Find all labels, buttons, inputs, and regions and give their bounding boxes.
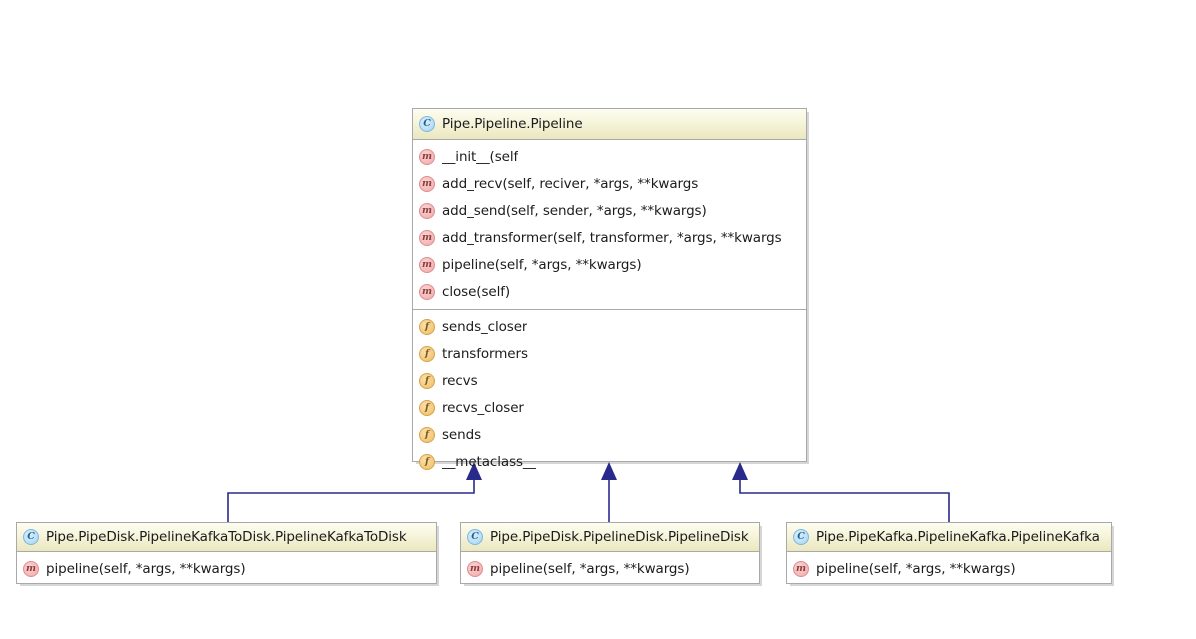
method-icon: m <box>793 560 809 577</box>
field-row[interactable]: f recvs_closer <box>413 394 806 421</box>
class-title: Pipe.PipeKafka.PipelineKafka.PipelineKaf… <box>816 529 1100 545</box>
method-row[interactable]: m pipeline(self, *args, **kwargs) <box>17 555 436 582</box>
field-label: __metaclass__ <box>442 453 537 470</box>
class-icon: C <box>419 116 435 132</box>
class-icon: C <box>793 529 809 545</box>
method-row[interactable]: m pipeline(self, *args, **kwargs) <box>461 555 759 582</box>
method-row[interactable]: m add_send(self, sender, *args, **kwargs) <box>413 197 806 224</box>
method-list: m pipeline(self, *args, **kwargs) <box>461 552 759 586</box>
method-icon: m <box>419 202 435 219</box>
field-row[interactable]: f transformers <box>413 340 806 367</box>
class-box-pipeline-kafka-to-disk[interactable]: C Pipe.PipeDisk.PipelineKafkaToDisk.Pipe… <box>16 522 437 584</box>
method-label: close(self) <box>442 283 511 300</box>
method-label: add_send(self, sender, *args, **kwargs) <box>442 202 707 219</box>
class-title: Pipe.PipeDisk.PipelineDisk.PipelineDisk <box>490 529 749 545</box>
method-label: add_transformer(self, transformer, *args… <box>442 229 782 246</box>
field-icon: f <box>419 426 435 443</box>
method-row[interactable]: m close(self) <box>413 278 806 305</box>
field-icon: f <box>419 453 435 470</box>
field-row[interactable]: f __metaclass__ <box>413 448 806 475</box>
method-icon: m <box>419 283 435 300</box>
method-row[interactable]: m pipeline(self, *args, **kwargs) <box>413 251 806 278</box>
method-icon: m <box>419 256 435 273</box>
method-icon: m <box>467 560 483 577</box>
method-label: pipeline(self, *args, **kwargs) <box>46 560 246 577</box>
method-label: add_recv(self, reciver, *args, **kwargs <box>442 175 699 192</box>
class-title: Pipe.Pipeline.Pipeline <box>442 116 583 132</box>
field-label: sends <box>442 426 481 443</box>
method-row[interactable]: m add_transformer(self, transformer, *arg… <box>413 224 806 251</box>
method-label: __init__(self <box>442 148 519 165</box>
method-list: m pipeline(self, *args, **kwargs) <box>17 552 436 586</box>
method-icon: m <box>419 229 435 246</box>
class-header-pipeline: C Pipe.Pipeline.Pipeline <box>413 109 806 140</box>
method-row[interactable]: m pipeline(self, *args, **kwargs) <box>787 555 1111 582</box>
method-row[interactable]: m add_recv(self, reciver, *args, **kwargs <box>413 170 806 197</box>
field-icon: f <box>419 345 435 362</box>
field-label: transformers <box>442 345 528 362</box>
field-label: recvs_closer <box>442 399 524 416</box>
method-icon: m <box>23 560 39 577</box>
method-row[interactable]: m __init__(self <box>413 143 806 170</box>
class-box-pipeline-disk[interactable]: C Pipe.PipeDisk.PipelineDisk.PipelineDis… <box>460 522 760 584</box>
class-icon: C <box>467 529 483 545</box>
class-header: C Pipe.PipeKafka.PipelineKafka.PipelineK… <box>787 523 1111 552</box>
class-box-pipeline-kafka[interactable]: C Pipe.PipeKafka.PipelineKafka.PipelineK… <box>786 522 1112 584</box>
field-label: sends_closer <box>442 318 528 335</box>
method-label: pipeline(self, *args, **kwargs) <box>816 560 1016 577</box>
field-icon: f <box>419 318 435 335</box>
class-header: C Pipe.PipeDisk.PipelineKafkaToDisk.Pipe… <box>17 523 436 552</box>
method-label: pipeline(self, *args, **kwargs) <box>490 560 690 577</box>
method-list: m pipeline(self, *args, **kwargs) <box>787 552 1111 586</box>
field-row[interactable]: f sends_closer <box>413 313 806 340</box>
method-label: pipeline(self, *args, **kwargs) <box>442 256 642 273</box>
class-header: C Pipe.PipeDisk.PipelineDisk.PipelineDis… <box>461 523 759 552</box>
class-icon: C <box>23 529 39 545</box>
method-icon: m <box>419 175 435 192</box>
connector-line-subclass-1 <box>227 478 475 522</box>
method-icon: m <box>419 148 435 165</box>
field-label: recvs <box>442 372 478 389</box>
connector-line-subclass-3 <box>739 478 950 522</box>
field-icon: f <box>419 372 435 389</box>
class-title: Pipe.PipeDisk.PipelineKafkaToDisk.Pipeli… <box>46 529 407 545</box>
field-icon: f <box>419 399 435 416</box>
